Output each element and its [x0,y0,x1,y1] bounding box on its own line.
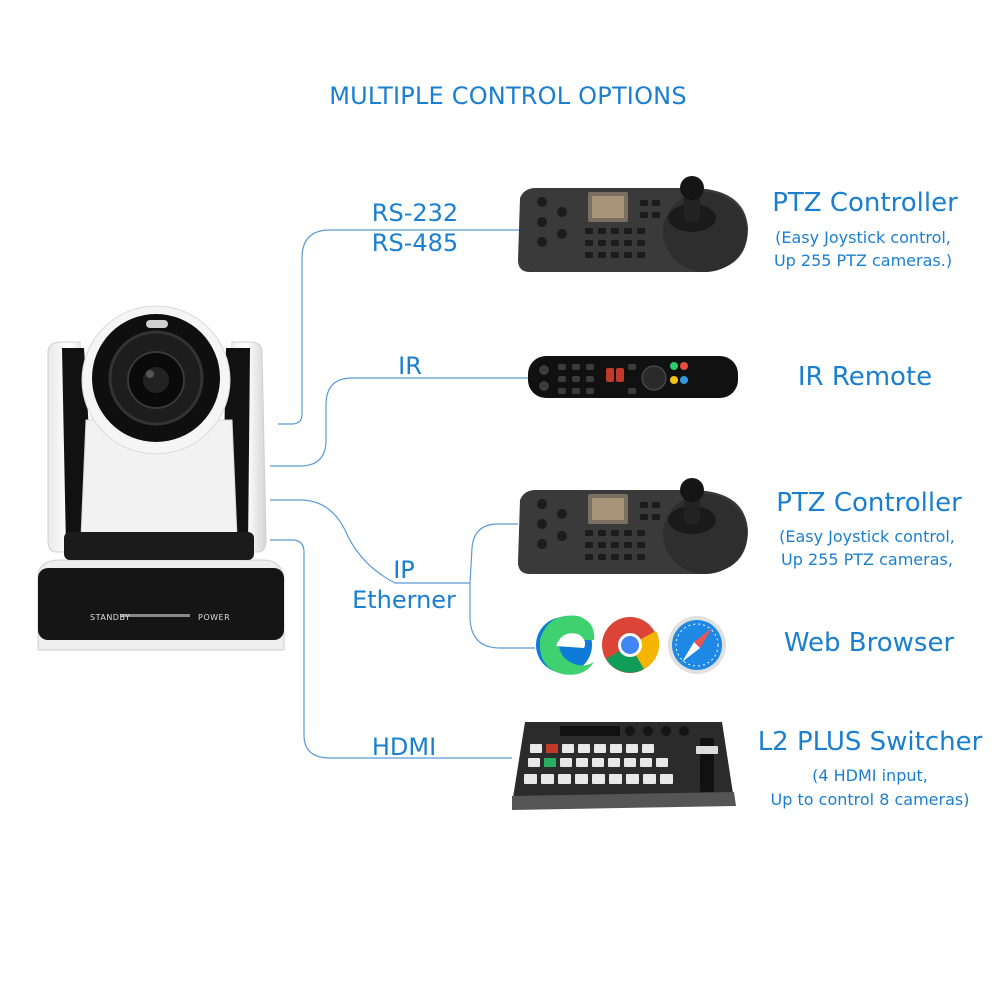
line-ip [270,499,470,584]
line-ip-web [469,583,535,649]
label-ir: IR [398,352,422,380]
safari-browser-icon [668,616,726,674]
ptz-controller-middle-sub2: Up 255 PTZ cameras, [781,550,953,569]
line-hdmi [270,539,512,759]
camera-power-label: POWER [198,613,231,622]
ir-remote-name: IR Remote [797,362,933,392]
line-ir [270,377,530,467]
ptz-controller-top-sub2: Up 255 PTZ cameras.) [773,251,953,270]
label-rs232: RS-232 [371,199,459,227]
line-rs232 [278,229,522,425]
ptz-controller-top-name: PTZ Controller [772,188,958,218]
edge-browser-icon [536,615,595,675]
page-title: MULTIPLE CONTROL OPTIONS [329,82,687,110]
label-ethernet: Etherner [352,586,456,614]
switcher-sub2: Up to control 8 cameras) [770,790,970,809]
label-ip: IP [393,556,415,584]
label-rs485: RS-485 [371,229,459,257]
camera-standby-label: STANDBY [90,613,131,622]
switcher-name: L2 PLUS Switcher [757,727,983,757]
line-ip-ptz [469,523,518,584]
ptz-controller-middle-name: PTZ Controller [776,488,962,518]
ptz-controller-top-sub1: (Easy Joystick control, [775,228,951,247]
label-hdmi: HDMI [371,733,437,761]
switcher-sub1: (4 HDMI input, [812,766,928,785]
web-browser-name: Web Browser [783,628,955,658]
chrome-browser-icon [602,617,660,673]
ptz-controller-middle-sub1: (Easy Joystick control, [779,527,955,546]
